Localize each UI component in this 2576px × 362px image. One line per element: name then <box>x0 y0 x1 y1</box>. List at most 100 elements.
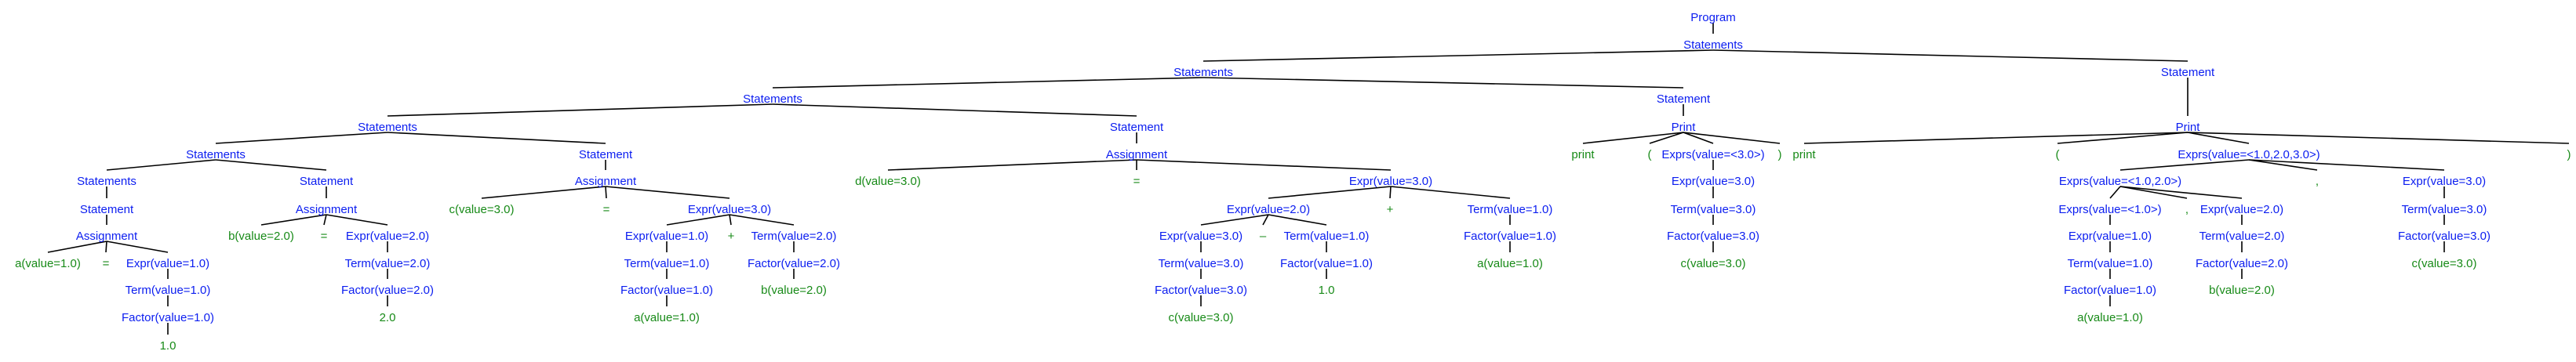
terminal-node: c(value=3.0) <box>2412 257 2477 270</box>
terminal-node: d(value=3.0) <box>855 175 921 188</box>
nonterminal-node: Expr(value=2.0) <box>346 230 429 243</box>
tree-edge <box>772 77 1204 89</box>
tree-edge <box>1712 49 2189 62</box>
nonterminal-node: Expr(value=1.0) <box>126 257 209 270</box>
nonterminal-node: Factor(value=3.0) <box>2398 230 2490 243</box>
terminal-node: – <box>1260 230 1267 243</box>
tree-edge <box>215 132 388 144</box>
terminal-node: ) <box>1778 148 1782 161</box>
tree-edge <box>605 186 730 199</box>
nonterminal-node: Expr(value=3.0) <box>688 203 771 216</box>
nonterminal-node: Expr(value=1.0) <box>625 230 708 243</box>
terminal-node: a(value=1.0) <box>1477 257 1543 270</box>
nonterminal-node: Expr(value=3.0) <box>1672 175 1755 188</box>
nonterminal-node: Factor(value=1.0) <box>122 311 214 324</box>
tree-edge <box>106 159 216 171</box>
terminal-node: c(value=3.0) <box>449 203 515 216</box>
tree-edge <box>1268 214 1327 226</box>
nonterminal-node: Term(value=2.0) <box>2199 230 2285 243</box>
terminal-node: + <box>728 230 735 243</box>
terminal-node: = <box>1133 175 1141 188</box>
tree-edge <box>387 132 606 144</box>
terminal-node: a(value=1.0) <box>15 257 81 270</box>
terminal-node: c(value=3.0) <box>1681 257 1746 270</box>
nonterminal-node: Assignment <box>575 175 637 188</box>
tree-edge <box>2119 186 2188 199</box>
nonterminal-node: Expr(value=1.0) <box>2068 230 2152 243</box>
nonterminal-node: Assignment <box>1106 148 1168 161</box>
terminal-node: a(value=1.0) <box>634 311 700 324</box>
nonterminal-node: Statements <box>186 148 246 161</box>
nonterminal-node: Assignment <box>76 230 138 243</box>
terminal-node: b(value=2.0) <box>761 284 827 297</box>
tree-edge <box>772 103 1137 117</box>
tree-edge <box>2057 132 2189 144</box>
tree-edge <box>887 159 1137 171</box>
tree-edge <box>1390 186 1511 199</box>
nonterminal-node: Term(value=2.0) <box>345 257 431 270</box>
tree-edge <box>2109 186 2121 199</box>
tree-edge <box>1683 132 1781 144</box>
nonterminal-node: Statement <box>2161 66 2215 79</box>
nonterminal-node: Statement <box>300 175 354 188</box>
tree-edge <box>729 214 795 226</box>
nonterminal-node: Factor(value=3.0) <box>1667 230 1759 243</box>
terminal-node: ( <box>1648 148 1652 161</box>
nonterminal-node: Factor(value=1.0) <box>1464 230 1556 243</box>
tree-edge <box>105 241 107 253</box>
nonterminal-node: Exprs(value=<1.0,2.0,3.0>) <box>2178 148 2319 161</box>
tree-edge <box>729 214 732 226</box>
nonterminal-node: Factor(value=1.0) <box>2064 284 2156 297</box>
nonterminal-node: Program <box>1690 11 1736 24</box>
nonterminal-node: Expr(value=3.0) <box>1349 175 1432 188</box>
terminal-node: = <box>103 257 110 270</box>
nonterminal-node: Statement <box>579 148 633 161</box>
terminal-node: 1.0 <box>160 339 176 353</box>
tree-edge <box>1262 214 1269 226</box>
nonterminal-node: Factor(value=2.0) <box>2196 257 2288 270</box>
tree-edge <box>2187 132 2250 144</box>
terminal-node: , <box>2185 203 2189 216</box>
tree-edge <box>387 103 773 117</box>
tree-edge <box>1389 186 1392 199</box>
terminal-node: a(value=1.0) <box>2077 311 2143 324</box>
terminal-node: + <box>1387 203 1394 216</box>
tree-edge <box>2248 159 2318 171</box>
nonterminal-node: Factor(value=2.0) <box>341 284 434 297</box>
tree-edges <box>47 23 2570 335</box>
nonterminal-node: Factor(value=2.0) <box>748 257 840 270</box>
nonterminal-node: Term(value=1.0) <box>126 284 211 297</box>
terminal-node: c(value=3.0) <box>1169 311 1234 324</box>
tree-edge <box>1200 214 1269 226</box>
nonterminal-node: Term(value=1.0) <box>624 257 710 270</box>
terminal-node: b(value=2.0) <box>2209 284 2275 297</box>
tree-edge <box>1202 77 1684 89</box>
tree-edge <box>2119 186 2243 199</box>
terminal-node: print <box>1571 148 1595 161</box>
tree-edge <box>2119 159 2250 171</box>
nonterminal-node: Factor(value=3.0) <box>1155 284 1247 297</box>
nonterminal-node: Print <box>2176 121 2201 134</box>
nonterminal-node: Exprs(value=<3.0>) <box>1661 148 1764 161</box>
nonterminal-node: Term(value=1.0) <box>1468 203 1553 216</box>
terminal-node: = <box>603 203 610 216</box>
nonterminal-node: Statement <box>1657 92 1711 106</box>
tree-edge <box>326 214 388 226</box>
nonterminal-node: Term(value=3.0) <box>1159 257 1244 270</box>
tree-edge <box>1136 159 1392 171</box>
nonterminal-node: Statement <box>80 203 134 216</box>
terminal-node: , <box>2316 175 2319 188</box>
tree-edge <box>1268 186 1392 199</box>
nonterminal-node: Statements <box>77 175 136 188</box>
terminal-node: 1.0 <box>1319 284 1335 297</box>
tree-edge <box>1649 132 1684 144</box>
nonterminal-node: Statement <box>1110 121 1164 134</box>
tree-edge <box>106 241 169 253</box>
nonterminal-node: Factor(value=1.0) <box>1280 257 1373 270</box>
terminal-node: print <box>1792 148 1816 161</box>
tree-edge <box>2187 132 2570 144</box>
nonterminal-node: Factor(value=1.0) <box>620 284 713 297</box>
nonterminal-node: Exprs(value=<1.0>) <box>2058 203 2161 216</box>
